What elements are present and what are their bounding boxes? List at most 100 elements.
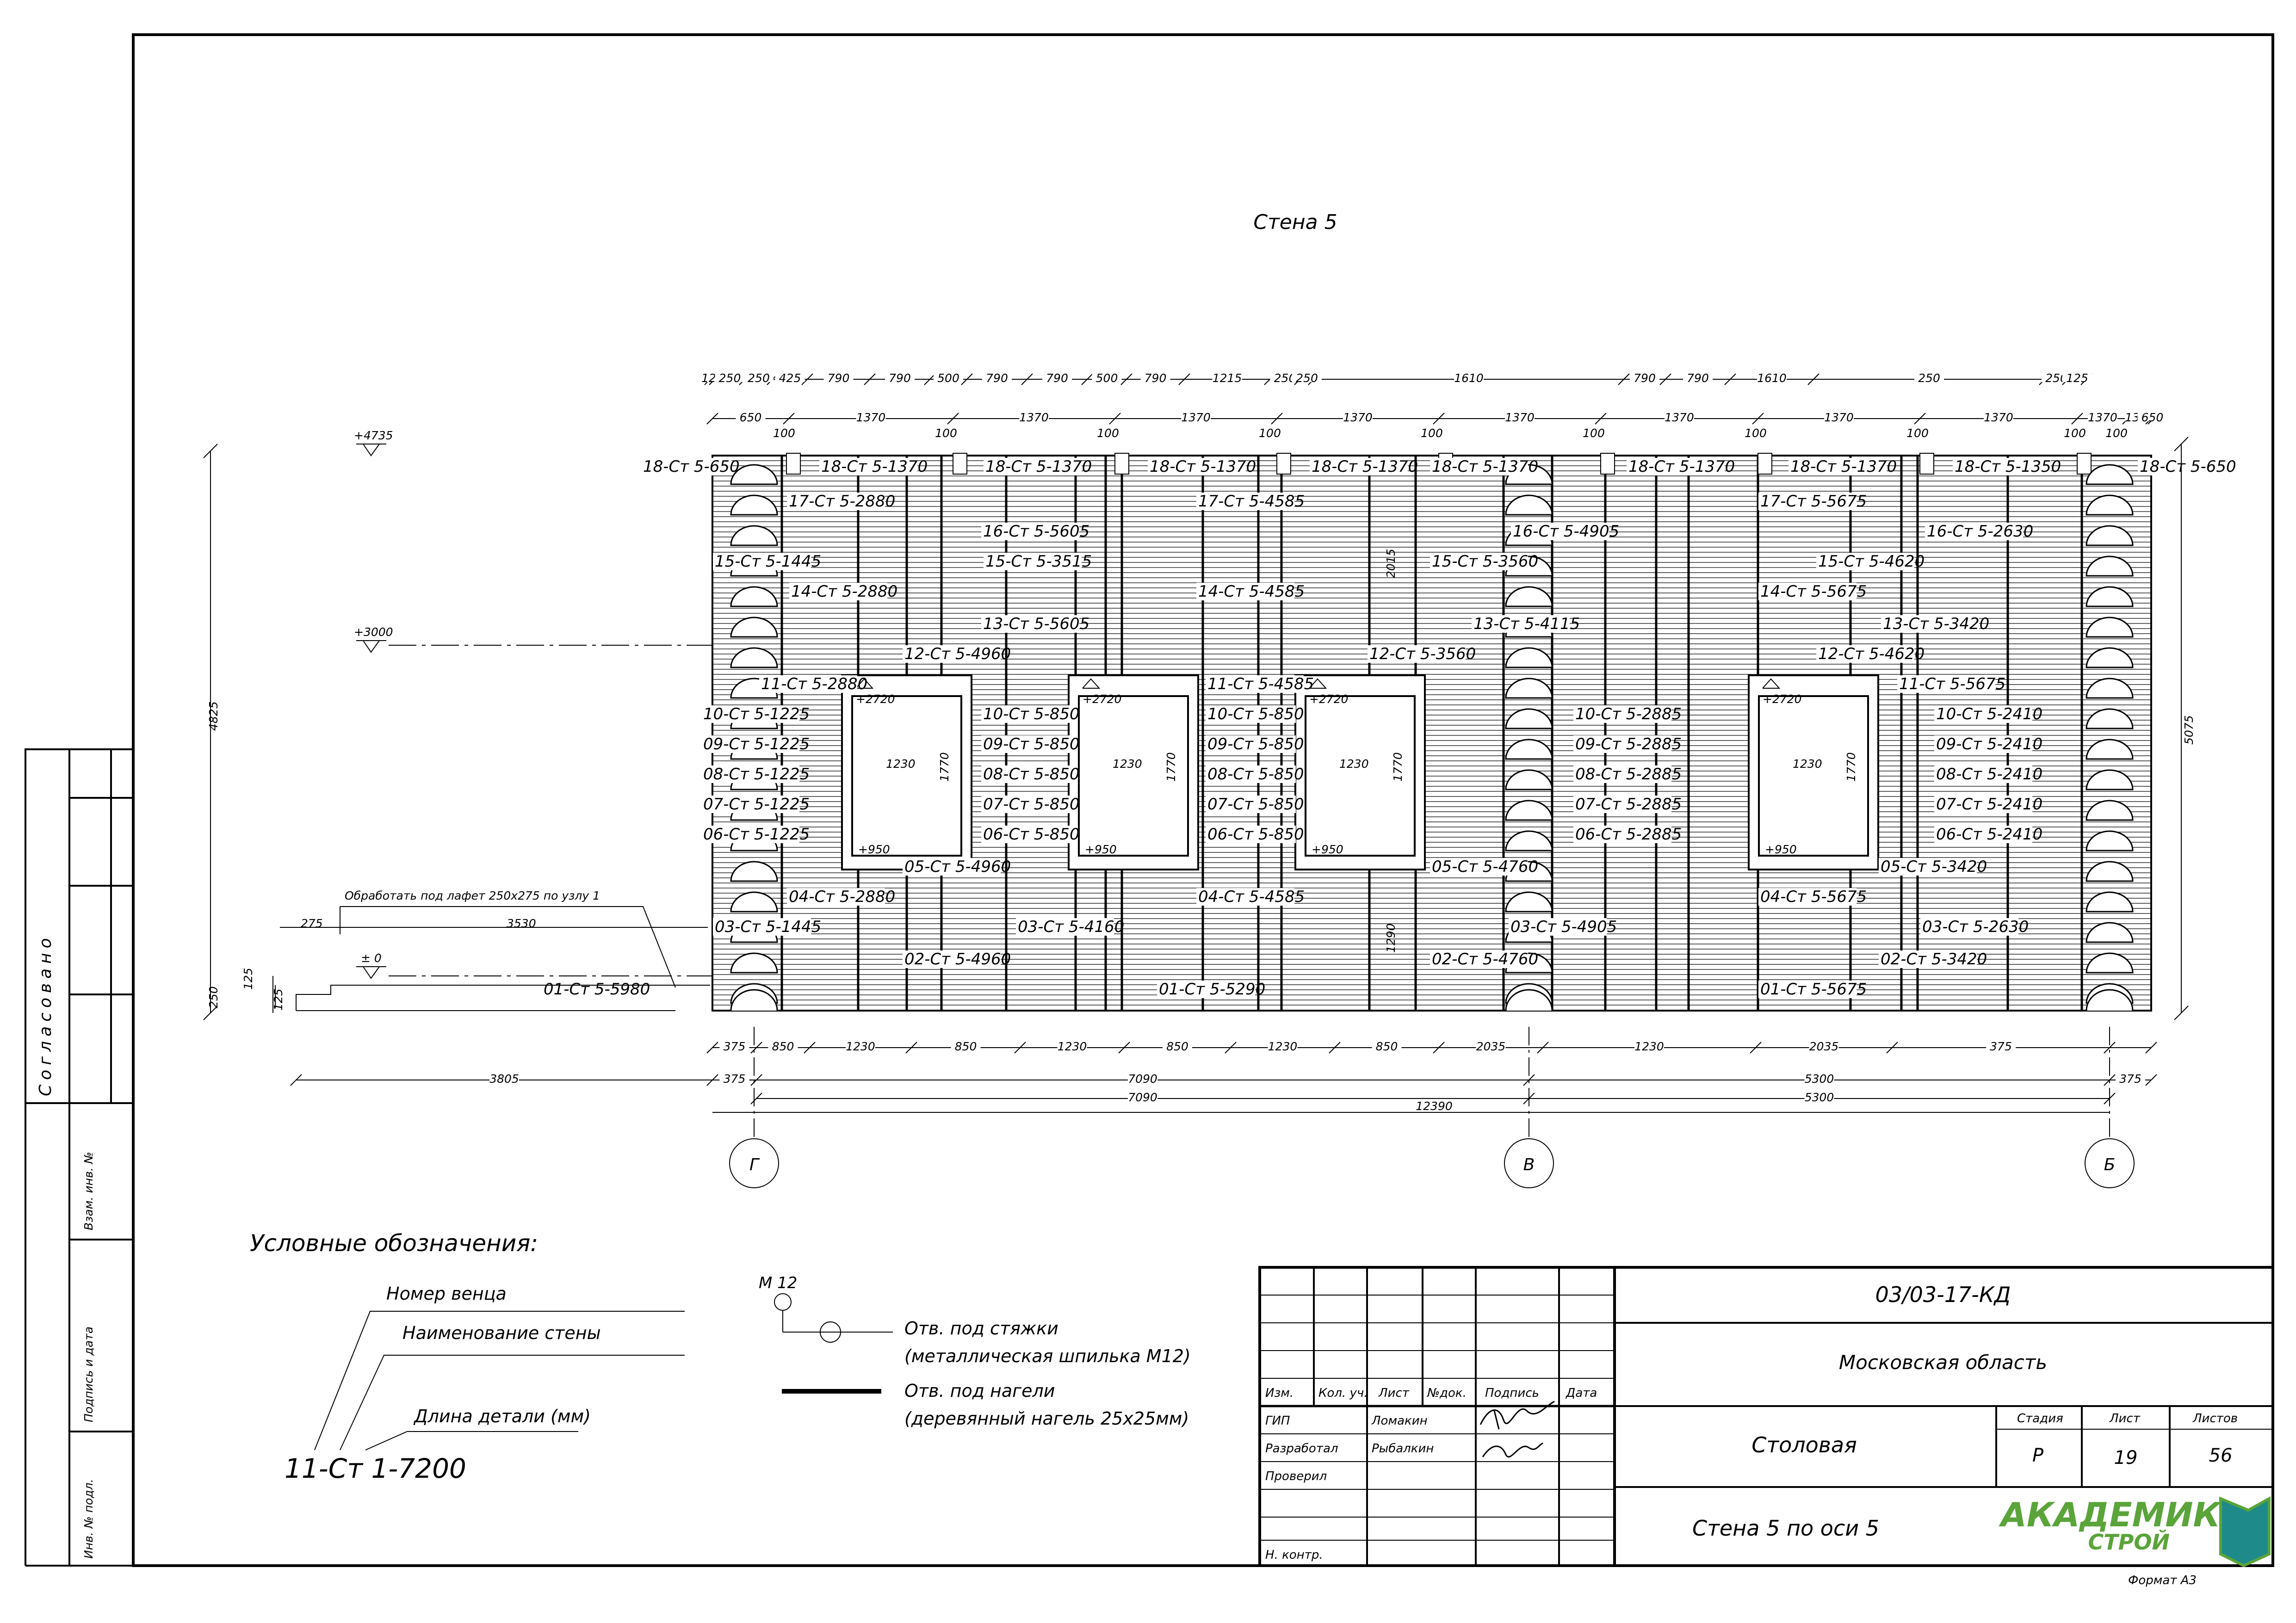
window-bottom-level: +950 bbox=[1765, 843, 1797, 856]
log-label: 08-Ст 5-2410 bbox=[1936, 765, 2042, 784]
log-label: 04-Ст 5-4585 bbox=[1198, 888, 1305, 906]
log-label: 09-Ст 5-1225 bbox=[703, 735, 810, 753]
corner-tenon bbox=[2086, 891, 2134, 913]
log-label-bg bbox=[1925, 523, 2023, 540]
dim-label: 1230 bbox=[1634, 1040, 1664, 1053]
log-label-bg bbox=[1789, 458, 1887, 475]
legend-title: Условные обозначения: bbox=[250, 1230, 538, 1257]
corner-tenon bbox=[1505, 769, 1553, 790]
log-label: 05-Ст 5-3420 bbox=[1881, 858, 1987, 876]
dim-125-left-a: 125 bbox=[241, 968, 255, 990]
top-notch bbox=[953, 453, 967, 475]
dim-label-bg bbox=[823, 370, 854, 382]
log-label: 15-Ст 5-3560 bbox=[1432, 552, 1538, 571]
dim-label: 1370 bbox=[856, 411, 886, 424]
dim-label-bg bbox=[1163, 1038, 1192, 1050]
log-label-bg bbox=[1758, 493, 1857, 510]
corner-tenon bbox=[730, 891, 778, 913]
left-strip bbox=[25, 748, 134, 1567]
window-level-mark bbox=[1082, 678, 1101, 689]
log-label: 08-Ст 5-850 bbox=[983, 765, 1080, 784]
legend-dowel-1: Отв. под нагели bbox=[904, 1381, 1055, 1401]
dim-label-bg bbox=[719, 1038, 749, 1050]
log-label: 14-Ст 5-2880 bbox=[791, 582, 897, 601]
log-label-bg bbox=[1368, 645, 1466, 663]
dim-label-bg bbox=[1019, 409, 1049, 421]
axis-arc bbox=[1505, 989, 1553, 1011]
log-label: 03-Ст 5-2630 bbox=[1922, 918, 2029, 936]
dim-label-bg bbox=[1824, 409, 1854, 421]
dim-label: 100 bbox=[1097, 426, 1119, 440]
signature-marks bbox=[1479, 1401, 1555, 1458]
window-bottom-level: +950 bbox=[1085, 843, 1117, 856]
log-label-bg bbox=[641, 458, 731, 475]
log-label-bg bbox=[981, 615, 1079, 633]
dim-tick bbox=[1118, 1042, 1130, 1054]
window-level-mark bbox=[855, 678, 874, 689]
log-label-bg bbox=[984, 458, 1082, 475]
top-notch bbox=[2077, 453, 2092, 475]
corner-tenon bbox=[2086, 800, 2134, 821]
left-inv-label: Инв. № подл. bbox=[82, 1479, 95, 1559]
window-height: 1770 bbox=[938, 752, 951, 782]
log-label-bg bbox=[981, 523, 1079, 540]
log-label: 16-Ст 5-2630 bbox=[1927, 522, 2033, 541]
corner-tenon bbox=[730, 617, 778, 638]
level-marks bbox=[280, 444, 712, 1011]
corner-tenon bbox=[730, 586, 778, 607]
legend-dowel-2: (деревянный нагель 25х25мм) bbox=[904, 1408, 1189, 1429]
log-label-bg bbox=[1196, 888, 1294, 906]
corner-tenon bbox=[2086, 617, 2134, 638]
window-width: 1230 bbox=[1793, 757, 1822, 771]
log-label-bg bbox=[1758, 981, 1857, 998]
log-label-bg bbox=[1206, 675, 1304, 693]
dim-label: 650 bbox=[2141, 411, 2164, 424]
axis-v: В bbox=[1523, 1155, 1535, 1174]
corner-tenon bbox=[2086, 769, 2134, 790]
log-label: 05-Ст 5-4960 bbox=[904, 858, 1011, 876]
dim-label: 1610 bbox=[1757, 371, 1787, 385]
corner-tenon bbox=[2086, 830, 2134, 852]
log-label-bg bbox=[1573, 735, 1671, 753]
dim-tick bbox=[1886, 1042, 1898, 1054]
log-label-bg bbox=[1758, 583, 1857, 600]
log-label: 04-Ст 5-2880 bbox=[789, 888, 895, 906]
log-label-bg bbox=[2138, 458, 2228, 475]
log-label-bg bbox=[819, 458, 917, 475]
log-label-bg bbox=[1206, 735, 1296, 753]
log-label-bg bbox=[1206, 826, 1296, 843]
log-label: 01-Ст 5-5675 bbox=[1760, 980, 1867, 999]
dim-tick bbox=[2104, 1042, 2116, 1054]
format-label: Формат А3 bbox=[2128, 1574, 2197, 1587]
window-bottom-level: +950 bbox=[1312, 843, 1343, 856]
vertical-dims bbox=[203, 437, 2189, 1020]
log-label: 15-Ст 5-1445 bbox=[715, 552, 821, 571]
log-label: 12-Ст 5-3560 bbox=[1369, 645, 1476, 663]
log-label: 13-Ст 5-3420 bbox=[1883, 615, 1989, 633]
window-width: 1230 bbox=[1339, 757, 1369, 771]
dim-label-bg bbox=[934, 370, 963, 382]
dim-label-bg bbox=[885, 370, 915, 382]
log-label-bg bbox=[1934, 796, 2032, 813]
dim-label-bg bbox=[1986, 1038, 2016, 1050]
log-label: 14-Ст 5-4585 bbox=[1198, 582, 1305, 601]
dim-label-bg bbox=[1292, 370, 1322, 382]
log-label: 18-Ст 5-1370 bbox=[1790, 457, 1897, 476]
log-label: 17-Ст 5-2880 bbox=[789, 492, 895, 511]
corner-tenon bbox=[1505, 739, 1553, 760]
dim-label-bg bbox=[1476, 1038, 1506, 1050]
log-label: 02-Ст 5-3420 bbox=[1881, 950, 1987, 969]
axis-b: Б bbox=[2104, 1155, 2116, 1174]
title-block bbox=[1258, 1266, 2274, 1567]
log-label-bg bbox=[1934, 735, 2032, 753]
dim-tick bbox=[706, 1074, 718, 1086]
dim-label: 250 bbox=[1296, 371, 1318, 385]
dim-label: 2035 bbox=[1476, 1040, 1506, 1053]
dim-label: 790 bbox=[986, 371, 1008, 385]
dim-label: 1610 bbox=[1454, 371, 1484, 385]
corner-tenon bbox=[2086, 678, 2134, 699]
window-width: 1230 bbox=[886, 757, 916, 771]
